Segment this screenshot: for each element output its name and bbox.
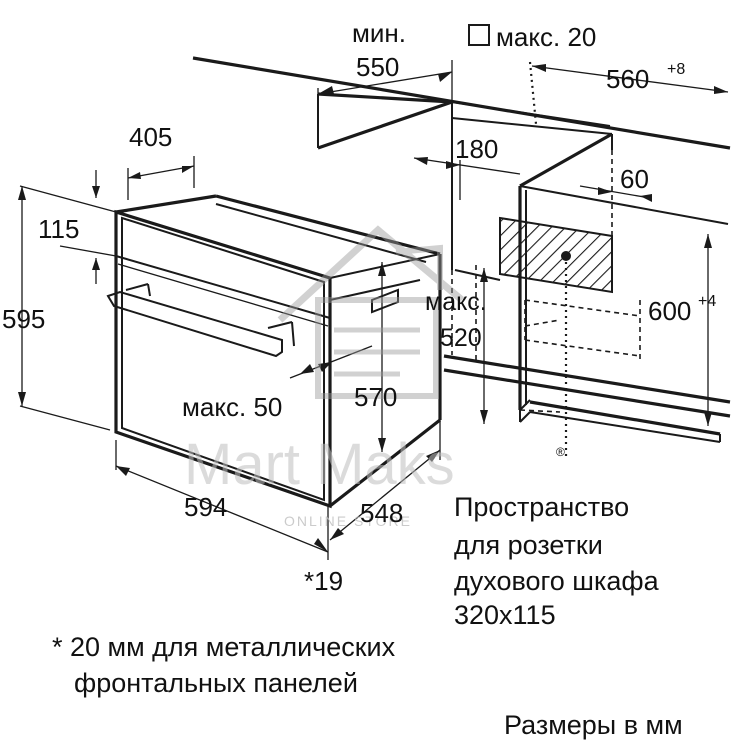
watermark-tagline: ONLINE STORE (284, 513, 412, 529)
dimension-labels: мин. 550 макс. 20 560 +8 405 180 60 115 … (2, 18, 716, 596)
label-115: 115 (38, 214, 79, 244)
label-max520-line2: 520 (440, 324, 482, 352)
label-560: 560 (606, 64, 649, 94)
dimension-lines (18, 60, 729, 560)
label-min: мин. (352, 18, 406, 48)
label-405: 405 (129, 122, 172, 152)
label-max20: макс. 20 (496, 22, 596, 52)
socket-note-line3: духового шкафа (454, 566, 660, 596)
socket-area (499, 61, 613, 460)
label-600-sup: +4 (698, 293, 716, 310)
label-560-sup: +8 (667, 61, 685, 78)
notes: Пространство для розетки духового шкафа … (52, 492, 683, 740)
label-180: 180 (455, 134, 498, 164)
house-logo-icon (277, 225, 465, 399)
label-19: *19 (304, 566, 343, 596)
socket-note-line1: Пространство (454, 492, 629, 522)
footnote-line2: фронтальных панелей (74, 668, 358, 698)
socket-note-line4: 320x115 (454, 600, 556, 630)
socket-note-line2: для розетки (454, 530, 603, 560)
square-icon (468, 24, 490, 46)
label-60: 60 (620, 164, 649, 194)
oven (106, 194, 442, 509)
watermark-brand: Mart Maks (184, 432, 455, 497)
label-595: 595 (2, 304, 45, 334)
watermark-registered: ® (556, 445, 565, 459)
label-max50: макс. 50 (182, 392, 282, 422)
watermark: Mart Maks ® ONLINE STORE (184, 225, 565, 529)
socket-center-dot (561, 251, 571, 261)
label-550: 550 (356, 52, 399, 82)
label-max520-line1: макс. (425, 288, 487, 316)
label-600: 600 (648, 296, 691, 326)
footnote-line1: * 20 мм для металлических (52, 632, 396, 662)
label-570: 570 (354, 382, 397, 412)
cabinet-niche (192, 56, 731, 443)
units-note: Размеры в мм (504, 710, 683, 740)
label-548: 548 (360, 498, 403, 528)
label-594: 594 (184, 492, 227, 522)
